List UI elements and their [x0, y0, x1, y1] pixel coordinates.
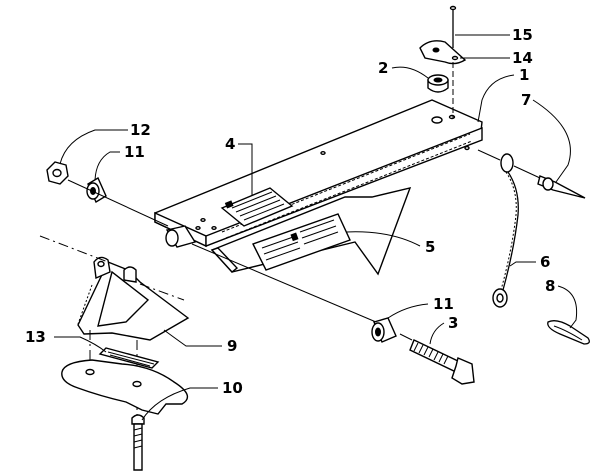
carriage-bolt-10 — [131, 414, 145, 471]
bracket-14 — [419, 40, 467, 65]
callout-2: 2 — [378, 59, 388, 77]
tether-cable-6 — [492, 171, 519, 308]
callout-6: 6 — [540, 253, 550, 271]
callout-8: 8 — [545, 277, 555, 295]
callout-13: 13 — [25, 328, 46, 346]
callout-9: 9 — [227, 337, 237, 355]
leader-lines — [54, 34, 578, 421]
callout-1: 1 — [519, 66, 529, 84]
pivot-tube — [165, 225, 197, 248]
callout-11-lower: 11 — [433, 295, 454, 313]
bolt-3 — [409, 339, 475, 385]
callout-15: 15 — [512, 26, 533, 44]
callout-labels: 15 14 2 1 7 12 11 4 5 6 8 11 3 13 9 10 — [25, 26, 555, 397]
hairpin-clip-8 — [547, 320, 590, 345]
callout-4: 4 — [225, 135, 235, 153]
callout-10: 10 — [222, 379, 243, 397]
decal-5 — [252, 213, 351, 271]
lock-nut-12 — [46, 161, 69, 185]
callout-11-upper: 11 — [124, 143, 145, 161]
spacer-11-lower — [371, 317, 397, 343]
decal-4 — [220, 187, 294, 227]
callout-5: 5 — [425, 238, 435, 256]
base-plate — [61, 359, 189, 415]
callout-3: 3 — [448, 314, 458, 332]
callout-7: 7 — [521, 91, 531, 109]
bushing-2 — [427, 74, 449, 93]
callout-12: 12 — [130, 121, 151, 139]
pin-15 — [449, 5, 457, 118]
callout-14: 14 — [512, 49, 533, 67]
pin-7 — [477, 149, 586, 199]
mount-bracket-9 — [77, 256, 190, 341]
